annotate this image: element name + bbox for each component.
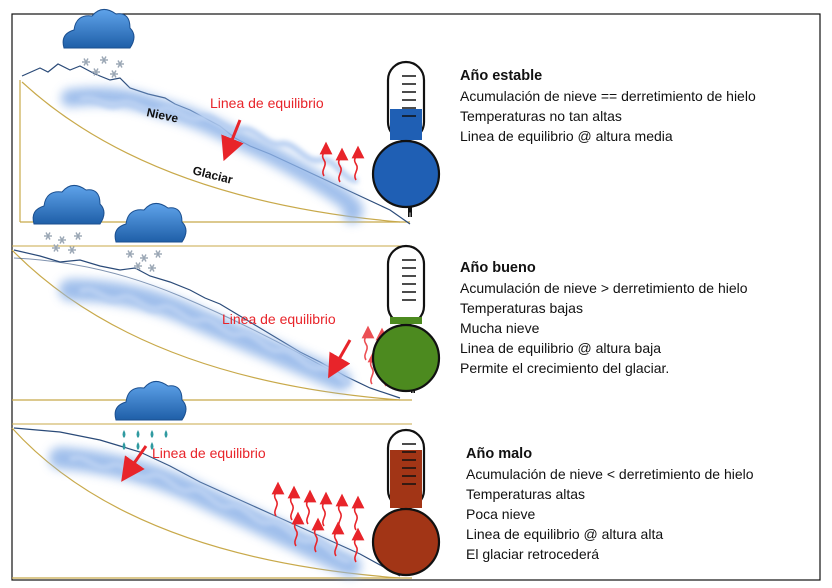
- rain-cloud-icon: [114, 380, 187, 421]
- equilibrium-arrow: [221, 119, 244, 162]
- glacier-flow: [68, 454, 351, 564]
- panel-line: El glaciar retrocederá: [466, 546, 600, 562]
- equilibrium-label: Linea de equilibrio: [210, 95, 324, 111]
- ice-surface: [13, 427, 401, 577]
- glacier-flow: [78, 286, 351, 386]
- equilibrium-label: Linea de equilibrio: [152, 445, 266, 461]
- panel-line: Linea de equilibrio @ altura alta: [466, 526, 664, 542]
- snowflake-icon: [81, 55, 125, 79]
- cloud-icon: [62, 8, 135, 49]
- panel-line: Temperaturas altas: [466, 486, 586, 502]
- panel-line: Temperaturas bajas: [460, 300, 583, 316]
- panel-line: Acumulación de nieve < derretimiento de …: [466, 466, 754, 482]
- panel-title: Año bueno: [460, 260, 536, 276]
- panel-line: Mucha nieve: [460, 320, 540, 336]
- thermometer-bulb: [371, 323, 441, 393]
- thermometer-bulb: [371, 139, 441, 209]
- thermometer-icon: [371, 60, 441, 209]
- panel-line: Linea de equilibrio @ altura baja: [460, 340, 662, 356]
- glacier-body: [49, 447, 361, 577]
- equilibrium-arrow: [328, 339, 352, 379]
- panel-title: Año malo: [466, 446, 533, 462]
- bedrock-line: [11, 427, 401, 579]
- thermometer-icon: [371, 428, 441, 577]
- equilibrium-arrow: [121, 445, 148, 482]
- thermometer-level: [390, 317, 422, 324]
- glacier-label: Glaciar: [191, 163, 234, 187]
- thermometer-icon: [371, 244, 441, 393]
- panel-line: Poca nieve: [466, 506, 536, 522]
- cloud-icon: [32, 184, 105, 225]
- thermometer-bulb: [371, 507, 441, 577]
- panel-line: Acumulación de nieve > derretimiento de …: [460, 280, 748, 296]
- thermometer-level: [390, 109, 422, 140]
- panel-good-text: Año bueno Acumulación de nieve > derreti…: [460, 258, 748, 378]
- snow-label: Nieve: [145, 105, 180, 125]
- glacier-body: [59, 279, 351, 391]
- panel-title: Año estable: [460, 68, 543, 84]
- thermometer-level: [390, 450, 422, 508]
- cloud-icon: [114, 202, 187, 243]
- panel-good-illustration: Linea de equilibrio: [11, 184, 415, 401]
- panel-line: Permite el crecimiento del glaciar.: [460, 360, 670, 376]
- glacier-body: [61, 87, 364, 223]
- bedrock-line: [11, 249, 401, 401]
- raindrop-icon: [122, 430, 168, 450]
- bedrock-line: [21, 81, 401, 223]
- panel-line: Temperaturas no tan altas: [460, 108, 622, 124]
- panel-bad-illustration: Linea de equilibrio: [11, 380, 416, 579]
- panel-line: Acumulación de nieve == derretimiento de…: [460, 88, 756, 104]
- panel-bad-text: Año malo Acumulación de nieve < derretim…: [466, 444, 754, 564]
- panel-line: Linea de equilibrio @ altura media: [460, 128, 673, 144]
- glacier-flow: [78, 95, 359, 184]
- outer-frame: [11, 13, 821, 581]
- panel-stable-text: Año estable Acumulación de nieve == derr…: [460, 66, 756, 146]
- equilibrium-label: Linea de equilibrio: [222, 311, 336, 327]
